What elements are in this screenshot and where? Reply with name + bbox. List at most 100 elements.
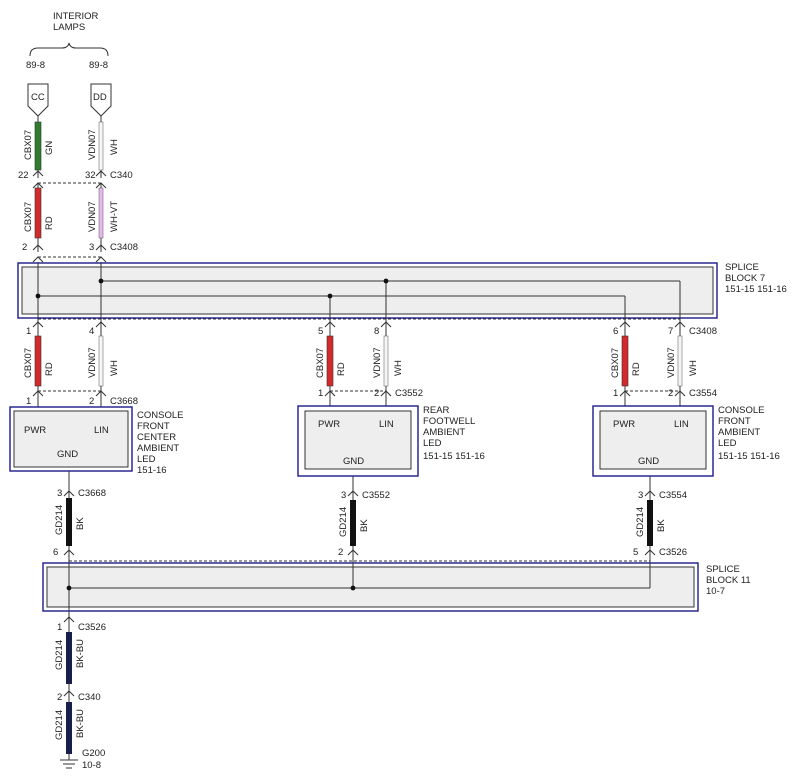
wire-color-rd-3: RD <box>631 362 642 376</box>
splice11-line2: BLOCK 11 <box>706 575 751 586</box>
connector-c340-top: C340 <box>110 170 133 181</box>
m1-ref: 151-16 <box>137 465 167 476</box>
ground-icon <box>60 759 78 769</box>
m3-l1: CONSOLE <box>718 405 764 416</box>
pin-6-splice11: 6 <box>53 547 58 558</box>
pin-2-m1: 2 <box>89 396 94 407</box>
wire-gd214-bkbu-1 <box>66 632 72 684</box>
m2-lin: LIN <box>379 419 394 430</box>
wire-vdn07-whvt <box>98 187 104 239</box>
pin-2-splice11: 2 <box>338 547 343 558</box>
wire-gd214-bkbu-2 <box>66 702 72 754</box>
m3-gnd: GND <box>638 456 659 467</box>
wire-id-cbx07-2: CBX07 <box>315 348 326 378</box>
splice-block-7-inner <box>21 266 714 315</box>
pin-1-m1: 1 <box>26 396 31 407</box>
wire-color-bk-3: BK <box>656 519 667 532</box>
wire-gd214-bk-1 <box>66 498 72 546</box>
pin-2-m3: 2 <box>668 388 673 399</box>
ground-g200: G200 <box>82 748 105 759</box>
m1-gnd: GND <box>57 449 78 460</box>
terminal-dd <box>90 83 112 117</box>
wire-id-gd214-5: GD214 <box>54 710 65 740</box>
wire-id-vdn07-top: VDN07 <box>87 129 98 160</box>
m3-pwr: PWR <box>613 419 635 430</box>
wire-cbx07-rd-2 <box>326 335 334 387</box>
connector-c340-bottom: C340 <box>78 692 101 703</box>
module-console-front-center <box>13 410 129 468</box>
wire-cbx07-rd-a <box>34 187 42 239</box>
connector-c3408-top: C3408 <box>110 242 138 253</box>
pin-22: 22 <box>18 170 29 181</box>
header-brace <box>29 42 109 57</box>
pin-6-lower: 6 <box>613 326 618 337</box>
m1-l4: AMBIENT <box>137 443 179 454</box>
splice7-line2: BLOCK 7 <box>725 273 765 284</box>
pin-32: 32 <box>85 170 96 181</box>
splice-dot <box>98 278 104 284</box>
top-ref-right: 89-8 <box>89 60 108 71</box>
wire-color-bkbu-1: BK-BU <box>75 639 86 668</box>
wire-cbx07-gn <box>34 121 42 171</box>
pin-1-c3526: 1 <box>57 622 62 633</box>
wire-id-cbx07-a: CBX07 <box>23 202 34 232</box>
connector-c3526-top: C3526 <box>659 547 687 558</box>
wire-color-rd-2: RD <box>336 362 347 376</box>
header-line1: INTERIOR <box>53 11 99 22</box>
m1-l1: CONSOLE <box>137 410 183 421</box>
m2-l2: FOOTWELL <box>423 416 475 427</box>
splice11-line1: SPLICE <box>706 564 740 575</box>
terminal-cc <box>27 83 49 117</box>
pin-8-lower: 8 <box>374 326 379 337</box>
pin-2-c340: 2 <box>57 692 62 703</box>
connector-c3668-top: C3668 <box>110 396 138 407</box>
connector-c3554-top: C3554 <box>689 388 717 399</box>
m3-l3: AMBIENT <box>718 427 760 438</box>
m3-ref: 151-15 151-16 <box>718 451 780 462</box>
wire-id-vdn07-1: VDN07 <box>87 347 98 378</box>
ground-ref: 10-8 <box>82 760 101 771</box>
wire-id-gd214-3: GD214 <box>635 507 646 537</box>
m2-l4: LED <box>423 438 442 449</box>
m1-l3: CENTER <box>137 432 176 443</box>
pin-5-splice11: 5 <box>633 547 638 558</box>
m2-l3: AMBIENT <box>423 427 465 438</box>
splice7-ref: 151-15 151-16 <box>725 284 787 295</box>
splice-dot <box>383 278 389 284</box>
wire-vdn07-wh-1 <box>98 335 104 387</box>
module-connector-arrows <box>32 390 686 397</box>
pin-3-m2-gnd: 3 <box>341 490 346 501</box>
wire-gd214-bk-2 <box>350 500 356 546</box>
wire-color-bkbu-2: BK-BU <box>75 709 86 738</box>
wire-gd214-bk-3 <box>647 500 653 546</box>
module-console-front <box>599 410 707 470</box>
pin-3-m3-gnd: 3 <box>638 490 643 501</box>
splice-dot <box>66 585 72 591</box>
wire-vdn07-wh-2 <box>383 335 389 387</box>
connector-c3554-gnd: C3554 <box>659 490 687 501</box>
wire-id-gd214-4: GD214 <box>54 640 65 670</box>
header-line2: LAMPS <box>53 22 85 33</box>
pin-3-c3408: 3 <box>89 242 94 253</box>
wire-color-gn: GN <box>44 141 55 155</box>
wire-id-gd214-2: GD214 <box>338 507 349 537</box>
splice-block-11-inner <box>46 566 695 608</box>
pin-1-m2: 1 <box>318 388 323 399</box>
wire-vdn07-wh-3 <box>677 335 683 387</box>
wire-id-cbx07-1: CBX07 <box>23 348 34 378</box>
pin-1-m3: 1 <box>613 388 618 399</box>
pin-2-m2: 2 <box>374 388 379 399</box>
splice7-line1: SPLICE <box>725 262 759 273</box>
wire-color-bk-1: BK <box>75 517 86 530</box>
m2-ref: 151-15 151-16 <box>423 451 485 462</box>
wire-color-wh-1: WH <box>109 360 120 376</box>
m2-pwr: PWR <box>318 419 340 430</box>
wire-color-wh-top: WH <box>109 139 120 155</box>
wire-id-cbx07-3: CBX07 <box>610 348 621 378</box>
splice11-ref: 10-7 <box>706 586 725 597</box>
splice-dot <box>327 293 333 299</box>
c3408-lower-pins <box>32 321 686 328</box>
wire-cbx07-rd-3 <box>621 335 629 387</box>
wire-id-cbx07-top: CBX07 <box>23 130 34 160</box>
pin-1-lower: 1 <box>26 326 31 337</box>
